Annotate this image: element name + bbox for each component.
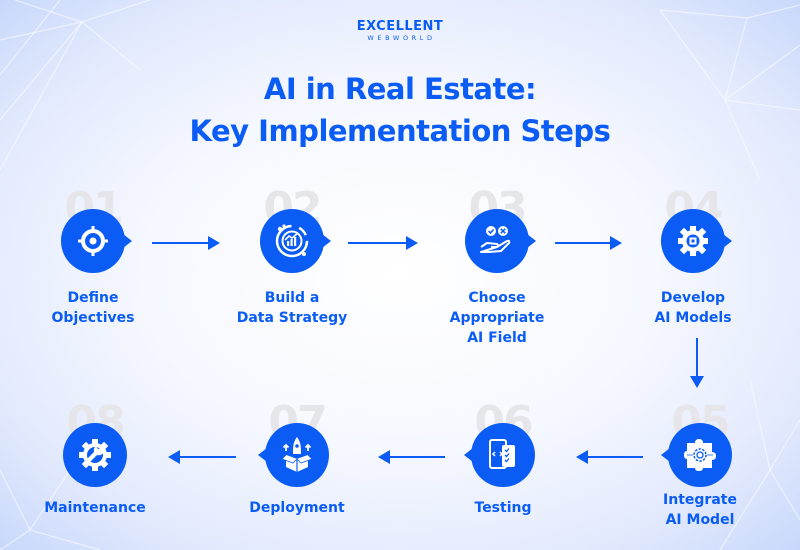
brand-subname: WEBWORLD (367, 34, 436, 42)
step-label: Build a Data Strategy (236, 290, 348, 326)
step-label: Testing (474, 500, 532, 516)
step-label: Develop AI Models (654, 290, 732, 326)
puzzle-gear-icon (684, 439, 716, 471)
step-label: Deployment (249, 500, 345, 516)
data-chart-icon (275, 224, 309, 258)
mobile-testing-icon (489, 439, 515, 469)
gear-chip-icon (678, 226, 708, 256)
step-icon-circle (260, 209, 331, 273)
target-icon (78, 226, 108, 256)
step-icon-circle (661, 423, 732, 487)
flow-arrow-2-3 (348, 236, 418, 250)
brand-logo: EXCELLENT WEBWORLD (0, 19, 800, 43)
step-icon-circle (63, 423, 127, 487)
rocket-box-icon (281, 437, 313, 472)
step-label: Define Objectives (51, 290, 135, 326)
flow-arrow-7-8 (168, 450, 236, 464)
step-icon-circle (661, 209, 732, 273)
flow-arrow-1-2 (152, 236, 220, 250)
step-label: Maintenance (44, 500, 146, 516)
gear-wrench-icon (79, 439, 111, 471)
flow-arrow-3-4 (555, 236, 622, 250)
step-label: Choose Appropriate AI Field (449, 290, 545, 346)
step-icon-circle (464, 423, 535, 487)
brand-name: EXCELLENT (356, 19, 444, 34)
step-icon-circle (61, 209, 132, 273)
flow-arrow-5-6 (576, 450, 643, 464)
flow-arrow-6-7 (378, 450, 445, 464)
page-title-line1: AI in Real Estate: (263, 72, 537, 106)
flow-arrow-4-5 (690, 338, 704, 388)
step-icon-circle (258, 423, 329, 487)
step-icon-circle (465, 209, 536, 273)
hand-choice-icon (480, 226, 511, 253)
page-title-line2: Key Implementation Steps (189, 114, 611, 148)
step-label: Integrate AI Model (663, 492, 737, 528)
